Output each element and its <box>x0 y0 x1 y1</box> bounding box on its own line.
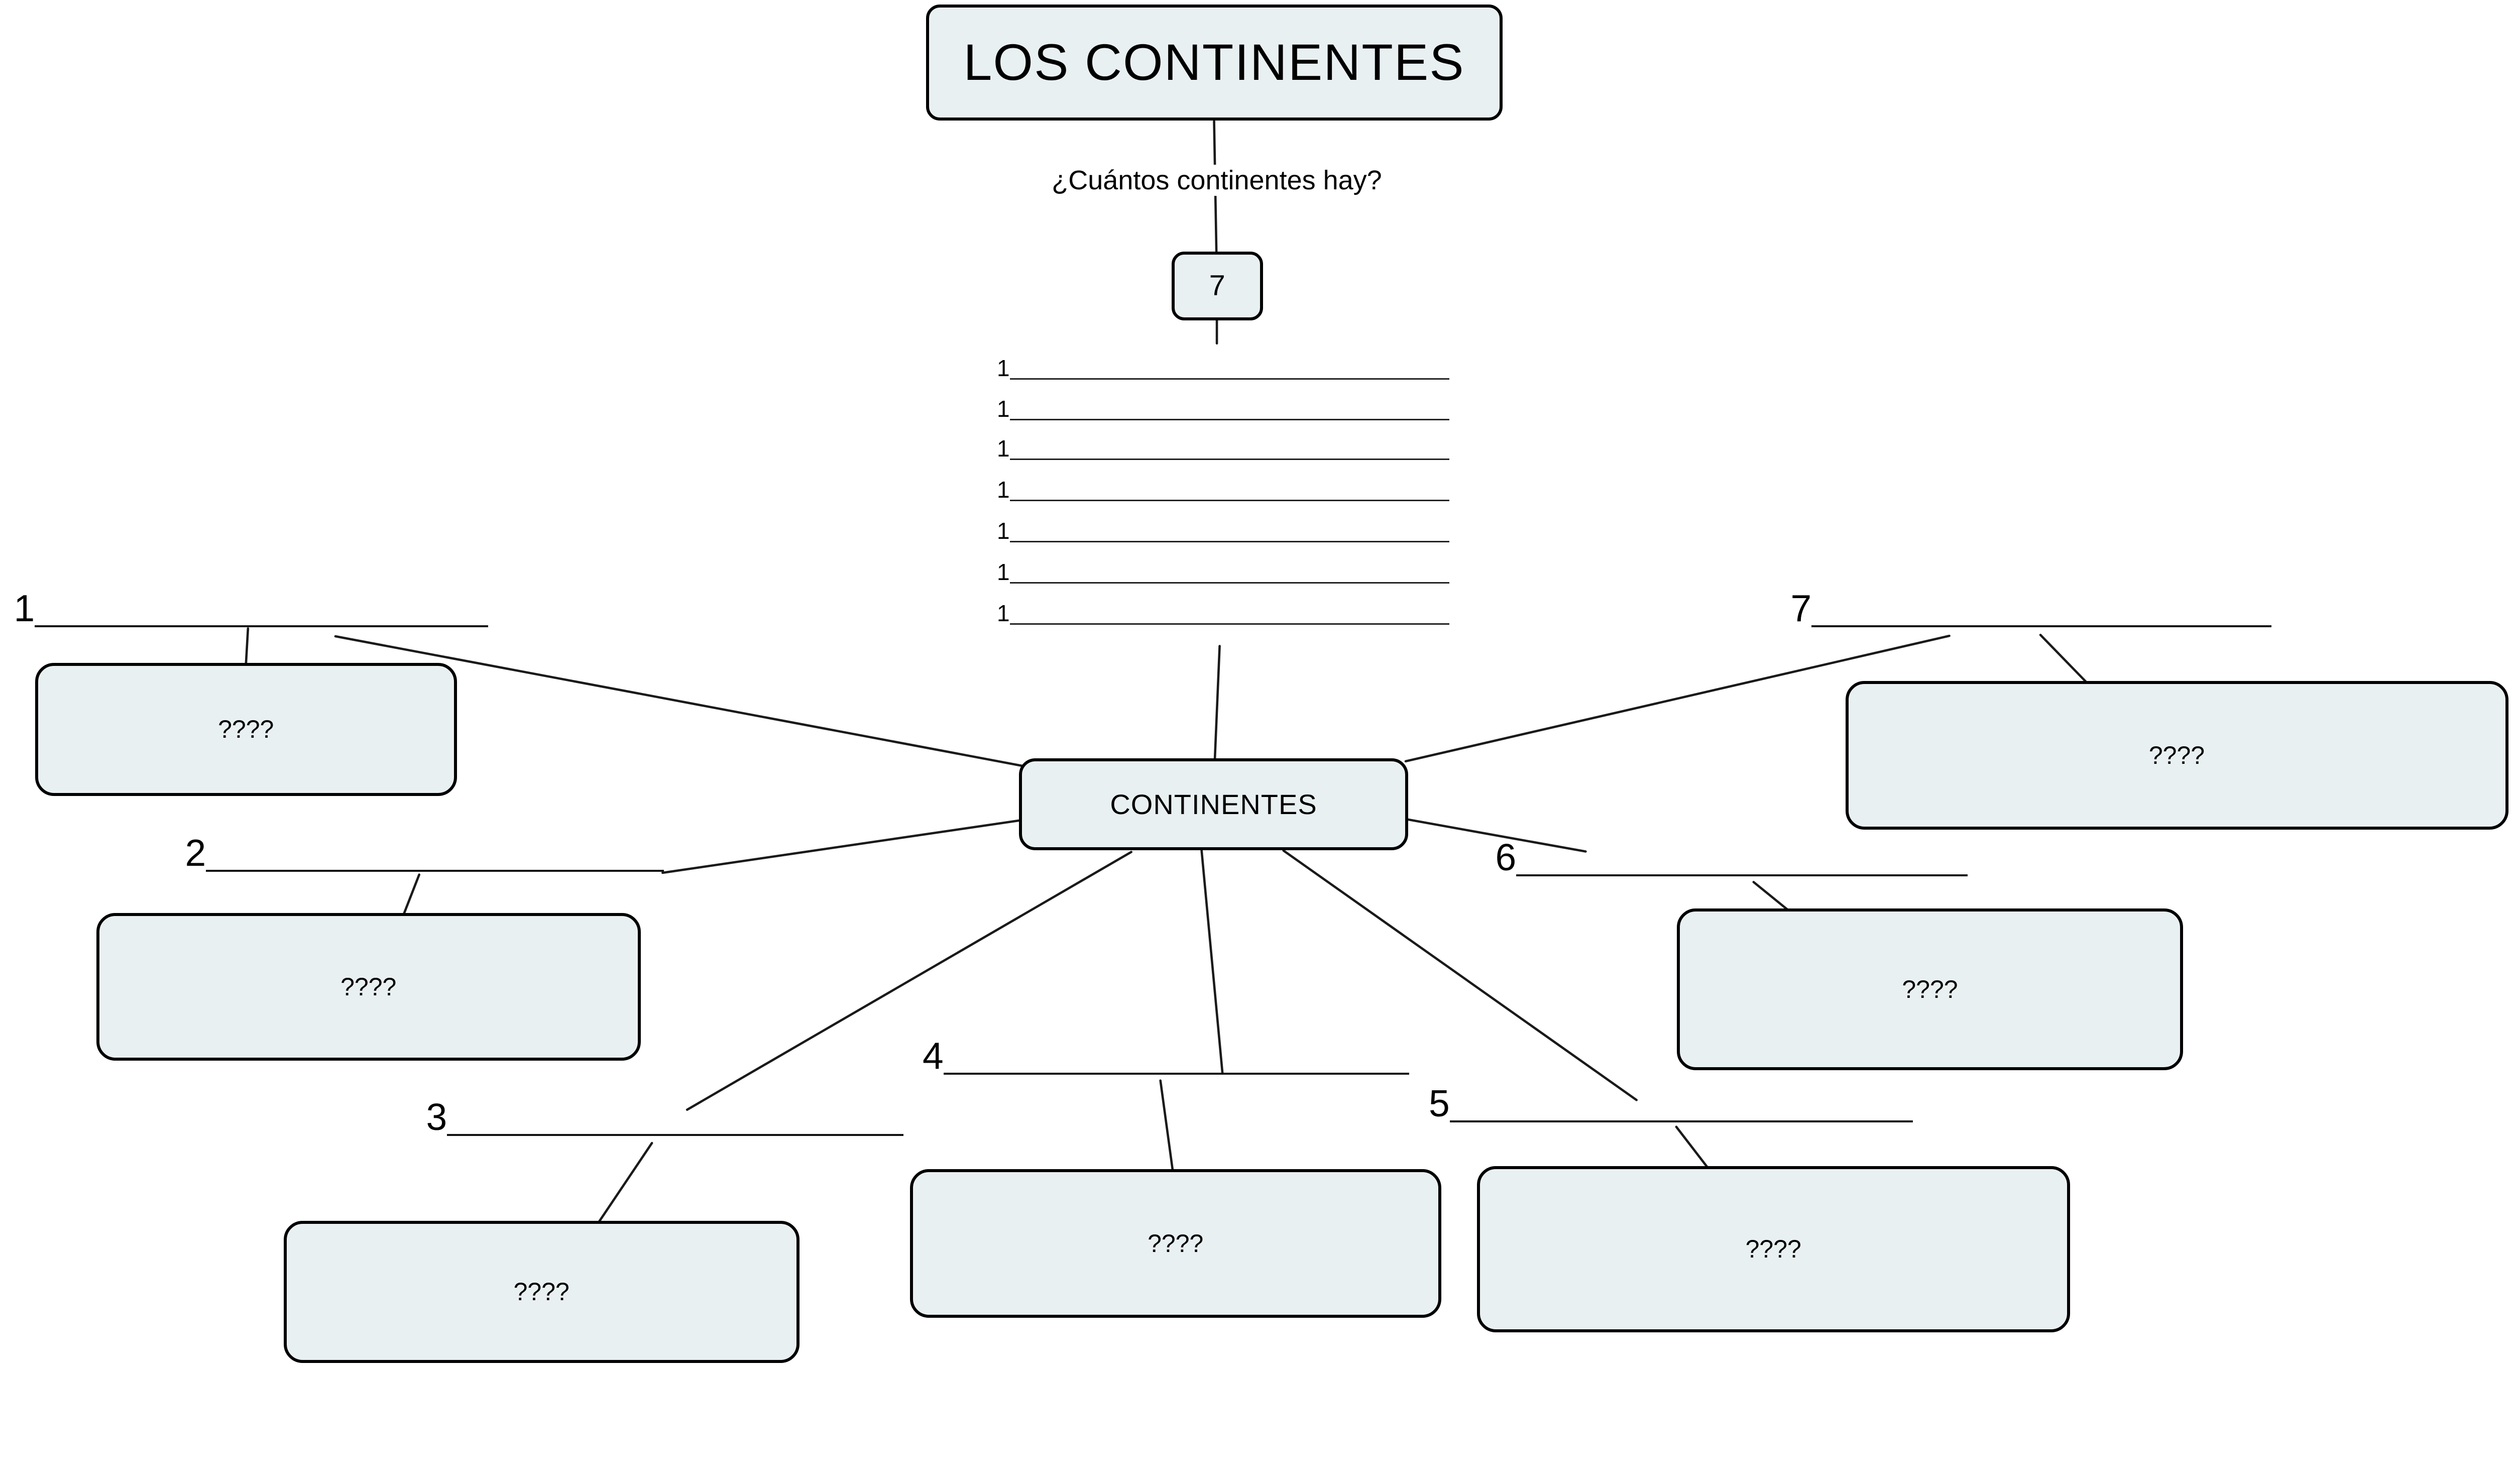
answer-node: 7 <box>1172 251 1263 320</box>
blank-number-label: 1 <box>997 355 1010 381</box>
branch-line-7: 7 <box>1791 583 2271 627</box>
branch-connector-2 <box>661 819 1024 874</box>
title-node: LOS CONTINENTES <box>926 5 1503 121</box>
branch-connector-1 <box>334 635 1024 767</box>
branch-blank-underline[interactable] <box>943 1029 1409 1075</box>
blank-underline[interactable] <box>1009 386 1449 420</box>
connector-lines <box>244 120 2091 1228</box>
branch-connector-4 <box>1200 849 1224 1074</box>
blank-underline[interactable] <box>1009 591 1449 625</box>
branch-blank-underline[interactable] <box>1516 831 1968 876</box>
branch-number-label: 1 <box>14 587 35 629</box>
question-label: ¿Cuántos continentes hay? <box>1039 164 1395 196</box>
blank-underline[interactable] <box>1009 467 1449 501</box>
branch-connector-7 <box>1404 634 1951 763</box>
continent-placeholder-box-6[interactable]: ???? <box>1677 908 2183 1070</box>
numbered-blank-line: 1 <box>997 551 1449 584</box>
blank-number-label: 1 <box>997 558 1010 585</box>
branch-line-2: 2 <box>185 828 664 872</box>
continent-placeholder-box-5[interactable]: ???? <box>1477 1166 2070 1332</box>
numbered-blank-line: 1 <box>997 388 1449 420</box>
continent-placeholder-box-4[interactable]: ???? <box>909 1169 1441 1318</box>
blank-number-label: 1 <box>997 435 1010 462</box>
branch-number-label: 4 <box>923 1035 944 1077</box>
numbered-blank-line: 1 <box>997 347 1449 380</box>
branch-connector-5 <box>1282 849 1638 1101</box>
branch-line-4: 4 <box>923 1031 1409 1075</box>
branch-line-5: 5 <box>1429 1077 1913 1124</box>
branch-number-label: 7 <box>1790 587 1812 629</box>
continent-placeholder-box-2[interactable]: ???? <box>96 912 641 1061</box>
blank-underline[interactable] <box>1009 549 1449 584</box>
blank-underline[interactable] <box>1009 508 1449 542</box>
spine-connector <box>1213 645 1221 767</box>
branch-blank-underline[interactable] <box>206 826 664 872</box>
blank-underline[interactable] <box>1009 346 1449 380</box>
branch-blank-underline[interactable] <box>35 581 488 627</box>
blank-number-label: 1 <box>997 518 1010 544</box>
central-node-continentes: CONTINENTES <box>1019 758 1408 850</box>
branch-connector-6 <box>1404 818 1587 853</box>
branch-blank-underline[interactable] <box>447 1090 903 1136</box>
numbered-blank-line: 1 <box>997 427 1449 460</box>
numbered-blank-line: 1 <box>997 510 1449 542</box>
branch-line-6: 6 <box>1495 831 1968 878</box>
continent-placeholder-box-1[interactable]: ???? <box>35 663 457 796</box>
numbered-blank-line: 1 <box>997 592 1449 625</box>
box-connector-3 <box>595 1141 653 1228</box>
branch-number-label: 2 <box>185 831 206 874</box>
blank-number-label: 1 <box>997 600 1010 626</box>
branch-blank-underline[interactable] <box>1449 1077 1913 1122</box>
branch-number-label: 5 <box>1429 1082 1450 1124</box>
branch-number-label: 3 <box>426 1096 447 1138</box>
concept-map-canvas: LOS CONTINENTES ¿Cuántos continentes hay… <box>14 5 2508 1363</box>
box-connector-4 <box>1159 1079 1175 1177</box>
blank-number-label: 1 <box>997 477 1010 503</box>
branch-line-1: 1 <box>14 583 488 627</box>
continent-placeholder-box-3[interactable]: ???? <box>284 1220 800 1363</box>
branch-connector-3 <box>686 851 1132 1111</box>
blank-underline[interactable] <box>1009 426 1449 460</box>
box-connector-7 <box>2039 633 2091 687</box>
box-connector-5 <box>1675 1125 1714 1175</box>
blank-number-label: 1 <box>997 395 1010 422</box>
continent-placeholder-box-7[interactable]: ???? <box>1845 680 2508 830</box>
branch-line-3: 3 <box>426 1092 903 1136</box>
branch-blank-underline[interactable] <box>1811 581 2271 627</box>
box-connector-1 <box>244 627 250 670</box>
numbered-blank-line: 1 <box>997 469 1449 501</box>
branch-number-label: 6 <box>1495 836 1517 878</box>
